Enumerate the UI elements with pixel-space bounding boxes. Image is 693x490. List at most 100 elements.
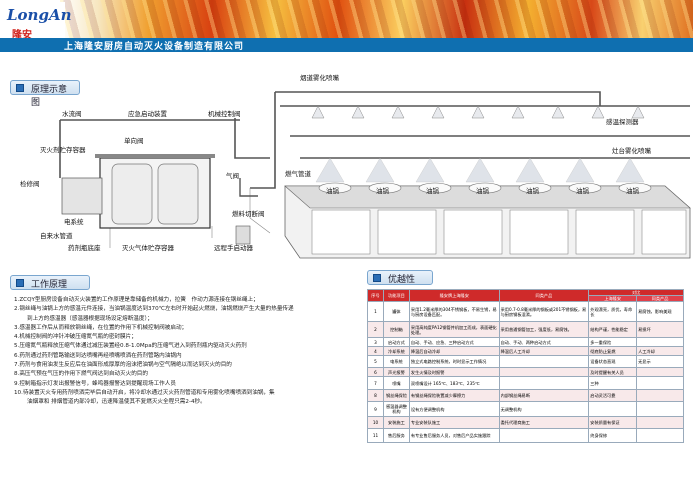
step-9: 9.控制箱指示灯发出报警信号，蜂鸣器报警达到提醒现场工作人员 [14,380,176,387]
square-icon [16,84,24,92]
table-cell: 彻底防止复燃 [588,346,638,356]
table-cell: 及时提醒有关人员 [588,367,638,377]
label-emergency: 应急启动装置 [128,109,168,118]
label-wok-6: 油锅 [576,186,590,195]
logo-cn: 隆安 [12,30,32,41]
table-cell: 人工冷却 [636,346,684,356]
label-remote-start: 远程手启动器 [214,243,254,252]
table-cell: 三种 [588,376,638,390]
table-cell: 电系统 [382,355,410,368]
table-cell: 结构严谨，性能稳定 [588,321,638,338]
table-cell: 5 [367,355,384,368]
advantage-title-text: 优越性 [388,275,416,285]
label-wok-2: 油锅 [376,186,390,195]
table-cell: 采用高纯度PA12钢管并机加工而成，表面硬化处理。 [408,321,500,338]
table-cell: 8 [367,389,384,402]
square-icon [373,274,381,282]
table-cell: 独立式电路控制系统，时时显示工作情况 [408,355,500,368]
table-cell: 降温后人工冷却 [498,346,590,356]
table-cell: 启动灵活可靠 [588,389,638,402]
label-wok-7: 油锅 [626,186,640,195]
th-similar: 同类产品 [498,289,590,302]
table-cell: 专业安装队施工 [408,416,500,429]
table-cell [588,401,638,417]
table-cell: 自动、手动、应急、三种启动方式 [408,337,500,347]
process-title-text: 工作原理 [31,280,68,290]
step-10-cont: 油烟罩和 排烟管道内部冷却，迅速降温使其不复燃灭火全程只需2-4秒。 [27,399,206,406]
label-electric: 电系统 [64,217,84,226]
table-cell: 7 [367,376,384,390]
table-cell: 外观漂亮，质优，寿命长 [588,301,638,322]
table-cell: 双喷嘴设计 165℃、183℃、235℃ [408,376,500,390]
label-gas-pipe: 燃气管道 [285,169,312,178]
table-cell: 2 [367,321,384,338]
table-cell [636,367,684,377]
label-water-valve: 水流阀 [62,109,82,118]
table-cell: 降温后自动冷却 [408,346,500,356]
square-icon [16,279,24,287]
table-cell [636,389,684,402]
label-wok-3: 油锅 [426,186,440,195]
table-cell [636,337,684,347]
table-cell: 安装质量有保证 [588,416,638,429]
table-cell: 控制箱 [382,321,410,338]
table-cell: 委托代理商施工 [498,416,590,429]
table-cell: 冷却系统 [382,346,410,356]
page-header: LongAn 隆安 上海隆安厨房自动灭火设备制造有限公司 [0,0,693,52]
table-cell: 发生火情及时报警 [408,367,500,377]
step-3: 3.感温器工作后从而释放钢丝绳，在位置的作用下机械控制阀被启动； [14,324,188,331]
label-smoke-hood: 烟道雾化喷嘴 [300,73,340,82]
table-cell: 4 [367,346,384,356]
table-cell: 易损坏 [636,321,684,338]
table-cell: 无显示 [636,355,684,368]
label-detector-line: 检修阀 [20,179,40,188]
company-name: 上海隆安厨房自动灭火设备制造有限公司 [64,42,245,52]
logo: LongAn 隆安 [3,2,72,44]
table-cell: 9 [367,401,384,417]
step-5: 5.压缩氮气瓶释放压缩气体通过减压装置经0.8-1.0Mpa的压缩气进入到药剂瓶… [14,343,247,350]
label-temp-detector: 感温探测器 [606,117,639,126]
table-cell: 易腐蚀，影响美观 [636,301,684,322]
table-cell: 无调整机构 [498,401,590,417]
step-10: 10.待装置灭火专用药剂喷洒完毕后自动开启，将冷却水通过灭火药剂管道和专用雾化喷… [14,389,275,396]
table-cell [498,367,590,377]
th-function: 功能项目 [382,289,410,302]
table-cell: 钢丝绳保险 [382,389,410,402]
table-cell: 感温器调整机构 [382,401,410,417]
table-cell [498,355,590,368]
table-cell: 安装施工 [382,416,410,429]
table-cell: 采用普通钢管加工，强度低，易腐蚀。 [498,321,590,338]
step-7: 7.药剂与食用油发生反应后在油面形成厚厚的泡沫把油锅与空气隔绝以而达到灭火的目的 [14,362,232,369]
label-agent-storage: 药剂瓶底座 [68,243,101,252]
table-cell: 采用0.7-0.8毫米厚的钢板或201不锈钢板，易与厨房钢板混淆。 [498,301,590,322]
company-bar [0,38,693,52]
table-cell: 终身保修 [588,428,638,443]
table-cell: 自动、手动、两种启动方式 [498,337,590,347]
table-cell: 有钢丝绳保险装置减少摩擦力 [408,389,500,402]
logo-text: LongAn [7,6,72,24]
step-2-cont: 到上方的感温器（感温器根据现场设定熔断温度）； [27,315,153,322]
label-fuel-valve: 燃料切断阀 [232,209,265,218]
label-wok-1: 油锅 [326,186,340,195]
table-cell: 多一重保险 [588,337,638,347]
table-cell: 11 [367,428,384,443]
label-mech-control: 机械控制阀 [208,109,241,118]
label-extinguish-container: 灭火剂贮存容器 [40,145,86,154]
table-cell: 售后服务 [382,428,410,443]
table-cell: 设有方便调整机构 [408,401,500,417]
table-cell [498,376,590,390]
table-cell [636,376,684,390]
th-longan: 隆安牌上海隆安 [408,289,500,302]
diagram-section-title: 原理示意图 [10,80,80,108]
table-cell: 喷嘴 [382,376,410,390]
label-wok-5: 油锅 [526,186,540,195]
step-2: 2.钢丝绳与油锅上方的感温元件连接，当油锅温度达到370℃左右时开始起火燃烧，油… [14,306,294,313]
label-wok-4: 油锅 [476,186,490,195]
